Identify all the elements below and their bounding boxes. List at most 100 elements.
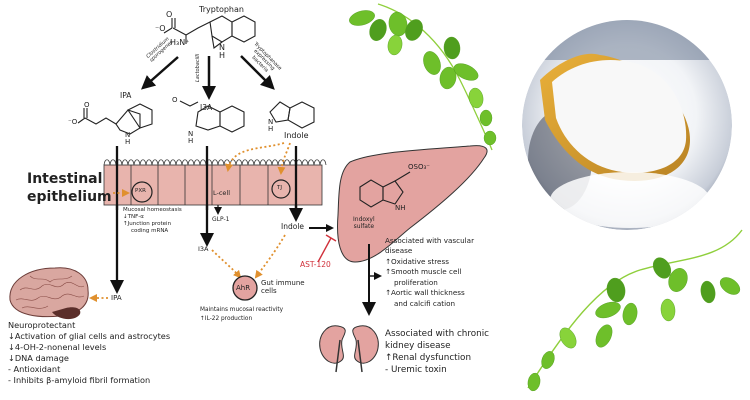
leaf <box>606 277 626 303</box>
n-atom: N <box>268 118 274 126</box>
kidney-effect: ↑Renal dysfunction <box>385 353 472 364</box>
leaf <box>349 10 375 26</box>
leaf-branch-bottom <box>527 229 743 392</box>
ipa-brain-label: IPA <box>111 294 122 302</box>
leaf <box>719 277 741 295</box>
leaf <box>423 51 441 75</box>
tryptophan-structure <box>163 15 256 49</box>
vascular-effect: proliferation <box>394 277 438 287</box>
leaf <box>405 19 423 41</box>
left-kidney <box>319 325 346 364</box>
leaf <box>369 19 387 41</box>
n-atom: N <box>188 130 194 138</box>
pathway-arrows <box>141 55 275 100</box>
indole-downstream-label: Indole <box>281 222 305 231</box>
pxr-receptor <box>131 181 153 203</box>
powder-photo <box>522 20 732 230</box>
indole-to-ahr-arrow <box>254 234 286 279</box>
vascular-effect: Associated with vascular <box>385 236 475 245</box>
pxr-effects: Mucosal homeostasis ↓TNF-α ↑Junction pro… <box>123 207 182 236</box>
indoxyl-sulfate-label: Indoxyl sulfate <box>353 216 375 231</box>
i3a-to-ahr-arrow <box>211 249 242 279</box>
kidney-effects: Associated with chronic kidney disease ↑… <box>385 328 489 377</box>
i3a-label: I3A <box>200 103 213 112</box>
h-atom: H <box>219 50 226 60</box>
kidney-effect: - Uremic toxin <box>385 365 447 376</box>
amine-group: H₃N⁺ <box>170 38 190 47</box>
indole-to-lcell-arrow <box>225 142 285 172</box>
indoxyl-line: Indoxyl <box>353 216 375 223</box>
leaf <box>468 87 484 109</box>
tj-label: TJ <box>277 185 282 191</box>
i3a-aldehyde-o: O <box>172 96 178 104</box>
tryptophan-label: Tryptophan <box>199 5 244 14</box>
indoxyl-sulfate-structure <box>359 171 411 208</box>
indoxyl-nh: NH <box>395 204 406 212</box>
n-atom: N <box>219 43 225 52</box>
ipa-label: IPA <box>120 91 132 100</box>
leaf <box>527 372 541 392</box>
intestinal-epithelium <box>103 159 327 206</box>
gut-immune-cells-label: Gut immune cells <box>261 279 305 295</box>
indole-label: Indole <box>284 131 309 140</box>
title-line-2: epithelium <box>27 188 112 205</box>
cerebellum <box>52 307 81 320</box>
oso3-group: OSO₃⁻ <box>408 163 430 171</box>
vascular-effect: ↑Oxidative stress <box>385 256 449 266</box>
carboxyl-o: O <box>166 10 173 19</box>
ahr-effect: Maintains mucosal reactivity <box>200 307 284 313</box>
i3a-structure <box>179 100 245 133</box>
arrow-to-ipa <box>141 56 179 90</box>
h-atom: H <box>268 124 274 133</box>
ipa-structure <box>77 103 153 135</box>
dotted-signal-arrows <box>89 142 291 302</box>
leaf <box>622 302 638 326</box>
carboxylate-o: ⁻O <box>155 24 166 33</box>
pxr-effect: coding mRNA <box>131 228 169 235</box>
brain-effect: - Inhibits β-amyloid fibril formation <box>8 374 151 385</box>
indoxyl-line: sulfate <box>353 222 375 230</box>
leaf <box>439 66 457 90</box>
brain <box>9 267 89 320</box>
leaf <box>652 257 672 279</box>
microvilli <box>103 159 327 166</box>
leaf <box>387 34 403 56</box>
intestinal-epithelium-title: Intestinal epithelium <box>27 171 112 206</box>
ast120-inhibitor <box>317 234 337 263</box>
h-atom: H <box>125 137 131 146</box>
leaf <box>388 11 408 37</box>
leaf <box>668 268 688 292</box>
vascular-effects: Associated with vascular disease ↑Oxidat… <box>385 236 474 309</box>
pxr-label: PXR <box>135 188 146 194</box>
ahr-effects: Maintains mucosal reactivity ↑IL-22 prod… <box>200 306 283 323</box>
n-atom: N <box>125 131 131 139</box>
h-atom: H <box>188 136 194 145</box>
leaf <box>479 109 493 127</box>
brain-effect: Neuroprotectant <box>8 320 76 330</box>
gut-immune-line: Gut immune <box>261 279 305 287</box>
leaf <box>595 301 621 319</box>
leaf <box>453 63 479 81</box>
ahr-effect: ↑IL-22 production <box>200 315 253 322</box>
leaf-branch-top <box>349 3 497 151</box>
leaf <box>559 327 577 349</box>
kidney-effect: kidney disease <box>385 341 451 352</box>
gut-immune-line: cells <box>261 287 277 296</box>
brain-effects: Neuroprotectant ↓Activation of glial cel… <box>8 320 170 386</box>
brain-effect: ↓DNA damage <box>8 352 69 363</box>
pxr-effect: Mucosal homeostasis <box>123 207 182 213</box>
lactobacilli-text: Lactobacilli <box>195 53 201 82</box>
glp1-label: GLP-1 <box>212 216 230 223</box>
leaf <box>483 130 497 146</box>
kidneys <box>319 325 379 373</box>
brain-effect: ↓Activation of glial cells and astrocyte… <box>8 330 171 341</box>
leaf <box>595 324 613 348</box>
vascular-effect: ↑Smooth muscle cell <box>385 267 462 277</box>
pxr-effect: ↓TNF-α <box>123 214 144 221</box>
kidney-effect: Associated with chronic <box>385 329 490 339</box>
indole-to-tj-arrow <box>277 142 291 175</box>
leaf <box>443 36 461 60</box>
